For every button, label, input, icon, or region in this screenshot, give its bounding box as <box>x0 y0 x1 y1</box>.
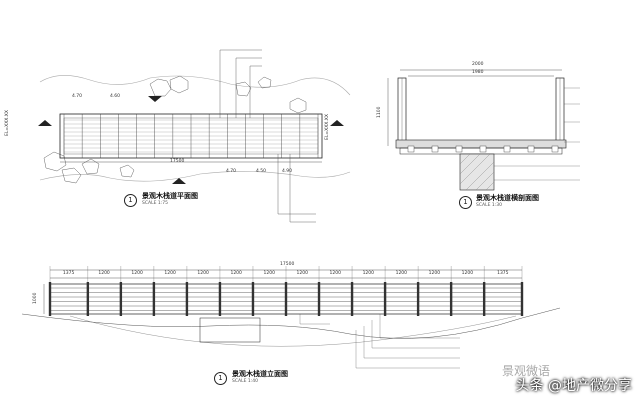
elev-leader-line <box>355 330 460 369</box>
elev-terrain-curve <box>69 315 517 347</box>
elev-span-label: 1200 <box>131 271 143 276</box>
plan-dim-bottom-1: 4.70 <box>226 169 237 174</box>
section-marker-left <box>38 120 52 126</box>
plan-title: 景观木栈道平面图 <box>142 192 198 200</box>
plan-level-left: EL=XXX.XX <box>5 110 10 136</box>
elev-post <box>416 282 420 316</box>
watermark-faint: 景观微语 <box>502 364 551 378</box>
plan-view <box>38 49 351 223</box>
elev-drawing-number: 1 <box>214 372 227 385</box>
plan-level-right: EL=XXX.XX <box>325 114 330 140</box>
plan-leader-line <box>289 154 316 223</box>
section-scale: SCALE 1:30 <box>476 203 502 208</box>
elev-leader-line <box>371 320 460 349</box>
section-marker-right <box>330 120 344 126</box>
section-width-inner: 1980 <box>472 70 484 75</box>
section-joist <box>431 145 439 153</box>
section-height: 1100 <box>377 106 382 118</box>
section-joist <box>407 145 415 153</box>
elev-post <box>520 282 524 316</box>
elev-span-label: 1200 <box>362 271 375 276</box>
section-view <box>387 69 580 191</box>
elev-leader-line <box>379 314 460 339</box>
elev-span-label: 1200 <box>263 271 275 276</box>
elev-post <box>48 282 52 316</box>
section-title: 景观木栈道横剖面图 <box>476 194 539 202</box>
section-joist <box>479 145 487 153</box>
elev-span-label: 1200 <box>197 271 209 276</box>
plan-rocks <box>43 75 307 184</box>
section-marker-top <box>148 96 162 102</box>
elev-span-label: 1200 <box>164 271 176 276</box>
elev-title: 景观木栈道立面图 <box>232 370 288 378</box>
elev-total-length: 17500 <box>280 262 295 267</box>
plan-leader-line <box>219 49 262 118</box>
plan-scale: SCALE 1:75 <box>142 201 168 206</box>
watermark: 头条 @地产微分享 <box>515 378 632 394</box>
elev-span-label: 1200 <box>98 271 110 276</box>
elev-posts <box>48 266 524 316</box>
elev-post <box>284 282 288 316</box>
elev-post <box>86 282 90 316</box>
elev-post <box>383 282 387 316</box>
plan-contour-line <box>39 75 351 96</box>
plan-leader-line <box>235 57 262 118</box>
elev-post <box>185 282 189 316</box>
elev-span-label: 1200 <box>395 271 408 276</box>
plan-leader-line <box>249 65 262 118</box>
section-joist <box>455 145 463 153</box>
elev-foundation <box>199 317 261 343</box>
section-foundation <box>459 153 495 191</box>
section-joist <box>527 145 535 153</box>
section-foundation-hatch <box>459 153 495 191</box>
elevation-view <box>21 266 561 369</box>
plan-dim-top-2: 4.60 <box>110 94 121 99</box>
elev-leader-line <box>363 326 460 359</box>
section-joist <box>551 145 559 153</box>
elev-post <box>251 282 255 316</box>
plan-leader-line <box>277 154 316 215</box>
plan-drawing-number: 1 <box>124 194 137 207</box>
plan-dim-bottom-2: 4.50 <box>256 169 267 174</box>
elev-post <box>218 282 222 316</box>
elev-post <box>350 282 354 316</box>
elev-post <box>317 282 321 316</box>
section-joists <box>407 145 559 153</box>
elev-span-label: 1375 <box>497 271 509 276</box>
plan-posts <box>63 114 319 158</box>
section-width-outer: 2000 <box>472 62 484 67</box>
plan-contour-line <box>39 171 351 182</box>
elev-span-label: 1375 <box>62 271 75 276</box>
elev-span-label: 1200 <box>329 271 341 276</box>
elev-span-label: 1200 <box>428 271 441 276</box>
elev-post <box>119 282 123 316</box>
elev-post <box>152 282 156 316</box>
elev-scale: SCALE 1:40 <box>232 379 258 384</box>
elev-span-label: 1200 <box>296 271 308 276</box>
section-drawing-number: 1 <box>459 196 472 209</box>
elev-height: 1000 <box>33 292 38 304</box>
plan-dim-top-1: 4.70 <box>72 94 83 99</box>
section-joist <box>503 145 511 153</box>
elev-post <box>449 282 453 316</box>
plan-dim-bottom-3: 4.90 <box>282 169 293 174</box>
elev-span-label: 1200 <box>461 271 474 276</box>
elev-leader-line <box>299 314 330 325</box>
elev-span-label: 1200 <box>230 271 242 276</box>
elev-post <box>482 282 486 316</box>
section-marker-bottom <box>172 178 186 184</box>
elev-ground-line <box>21 307 561 339</box>
plan-total-length: 17500 <box>170 159 185 164</box>
